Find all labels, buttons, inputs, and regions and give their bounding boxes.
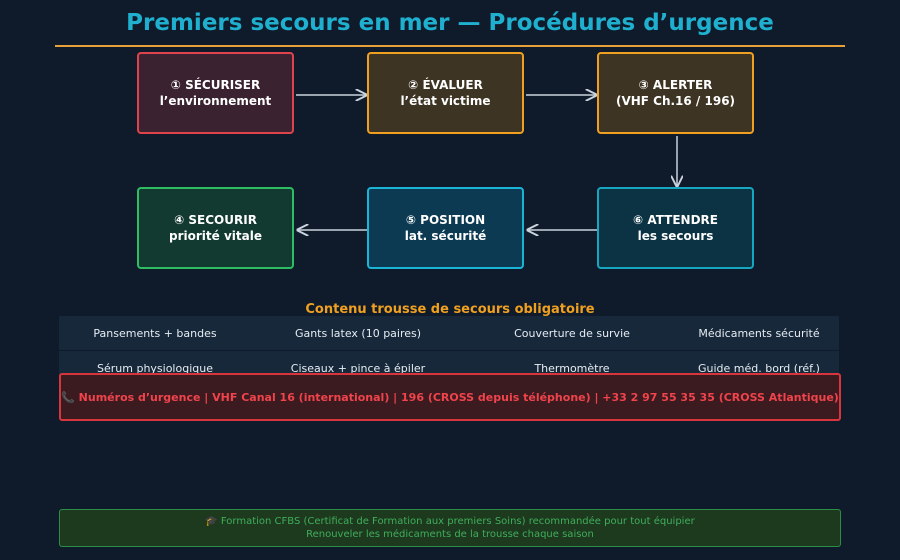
kit-item: Guide méd. bord (réf.)	[698, 361, 820, 375]
emergency-numbers-banner: 📞 Numéros d’urgence | VHF Canal 16 (inte…	[59, 373, 841, 421]
kit-item: Ciseaux + pince à épiler	[290, 361, 426, 375]
kit-item: Couverture de survie	[514, 326, 630, 340]
step-title: ③ ALERTER	[638, 78, 713, 92]
step-subtitle: lat. sécurité	[404, 229, 487, 243]
step-evaluer: ② ÉVALUER l’état victime	[367, 52, 524, 134]
step-attendre: ⑥ ATTENDRE les secours	[597, 187, 754, 269]
step-subtitle: l’état victime	[400, 94, 491, 108]
kit-title: Contenu trousse de secours obligatoire	[305, 302, 595, 317]
title-underline	[55, 45, 845, 47]
kit-item: Thermomètre	[534, 361, 610, 375]
step-title: ⑥ ATTENDRE	[633, 213, 718, 227]
step-title: ⑤ POSITION	[405, 213, 486, 227]
step-securiser: ① SÉCURISER l’environnement	[137, 52, 294, 134]
step-title: ② ÉVALUER	[408, 78, 483, 92]
step-alerter: ③ ALERTER (VHF Ch.16 / 196)	[597, 52, 754, 134]
kit-item: Gants latex (10 paires)	[294, 326, 422, 340]
kit-item: Sérum physiologique	[97, 361, 213, 375]
step-subtitle: les secours	[637, 229, 714, 243]
kit-row: Pansements + bandes Gants latex (10 pair…	[59, 316, 839, 350]
kit-item: Pansements + bandes	[93, 326, 217, 340]
footer-line-1: 🎓 Formation CFBS (Certificat de Formatio…	[205, 516, 695, 527]
kit-item: Médicaments sécurité	[698, 326, 820, 340]
footer-line-2: Renouveler les médicaments de la trousse…	[306, 529, 594, 540]
page-title: Premiers secours en mer — Procédures d’u…	[126, 10, 774, 36]
step-subtitle: l’environnement	[159, 94, 272, 108]
step-position: ⑤ POSITION lat. sécurité	[367, 187, 524, 269]
step-subtitle: (VHF Ch.16 / 196)	[615, 94, 736, 108]
footer-note: 🎓 Formation CFBS (Certificat de Formatio…	[59, 509, 841, 547]
step-subtitle: priorité vitale	[169, 229, 262, 243]
step-title: ④ SECOURIR	[174, 213, 257, 227]
step-secourir: ④ SECOURIR priorité vitale	[137, 187, 294, 269]
step-title: ① SÉCURISER	[170, 78, 261, 92]
